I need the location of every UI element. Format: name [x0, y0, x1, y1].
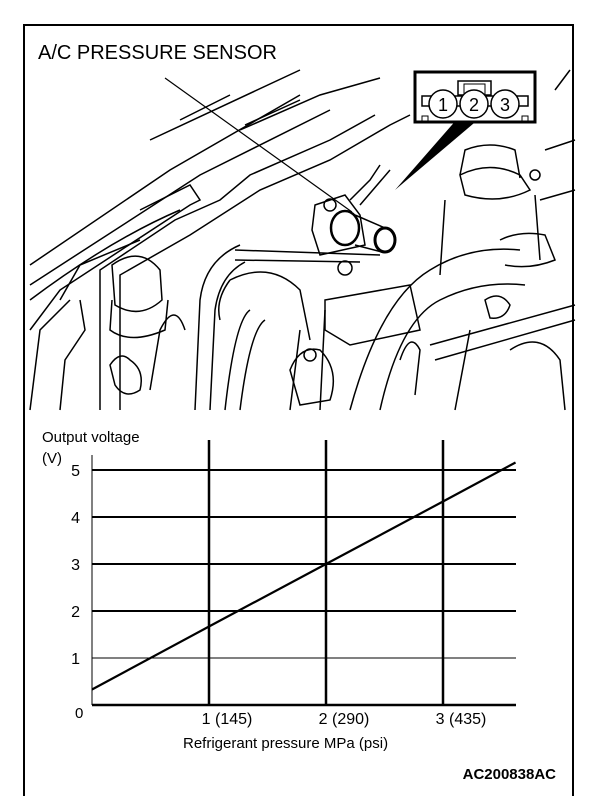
- figure-frame: [23, 24, 574, 796]
- x-axis-label: Refrigerant pressure MPa (psi): [183, 735, 389, 752]
- engine-illustration: 1 2 3: [29, 44, 576, 411]
- y-tick-label: 2: [71, 604, 80, 621]
- series-line: [91, 461, 517, 691]
- y-tick-label: 1: [71, 651, 80, 668]
- pin-label-2: 2: [469, 95, 479, 115]
- y-axis-unit: (V): [42, 450, 62, 467]
- sensor-title: A/C PRESSURE SENSOR: [38, 42, 279, 65]
- connector-pin-1: [428, 89, 458, 119]
- connector-pin-2: [459, 89, 489, 119]
- y-axis-label: Output voltage: [42, 429, 140, 446]
- x-tick-label: 2 (290): [319, 711, 370, 728]
- pin-label-1: 1: [438, 95, 448, 115]
- connector-pin-3: [490, 89, 520, 119]
- x-tick-label: 1 (145): [202, 711, 253, 728]
- y-tick-label: 3: [71, 557, 80, 574]
- figure-id: AC200838AC: [462, 766, 556, 783]
- y-tick-label: 5: [71, 463, 80, 480]
- y-tick-label: 4: [71, 510, 80, 527]
- origin-label: 0: [75, 705, 84, 722]
- pin-label-3: 3: [500, 95, 510, 115]
- x-tick-label: 3 (435): [436, 711, 487, 728]
